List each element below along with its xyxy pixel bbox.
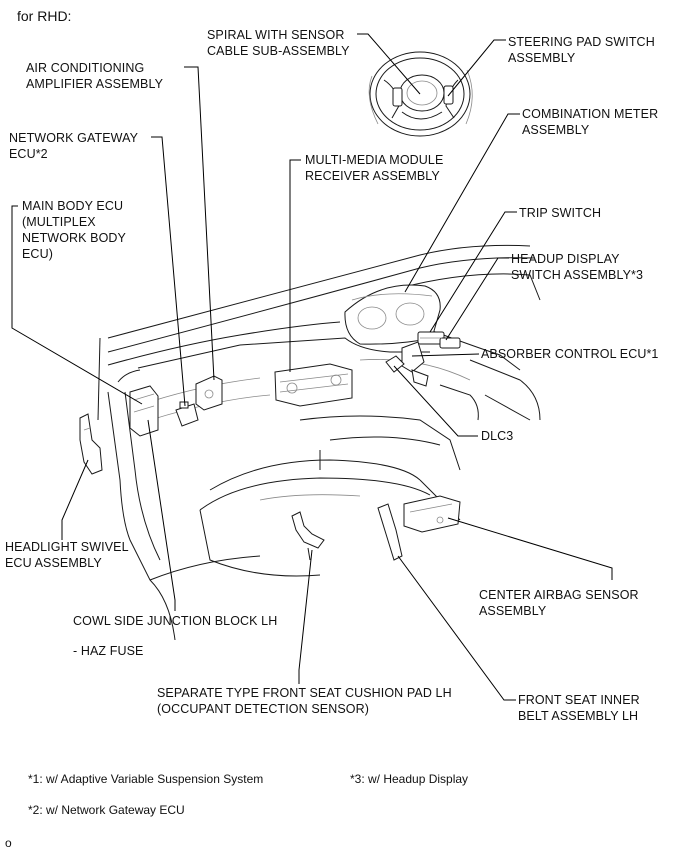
multimedia-receiver-drawing: [274, 363, 353, 407]
network-gateway-drawing: [175, 401, 199, 427]
label-trip-switch: TRIP SWITCH: [519, 206, 602, 220]
label-headup-display-switch: HEADUP DISPLAY SWITCH ASSEMBLY*3: [511, 252, 644, 282]
label-combination-meter: COMBINATION METER ASSEMBLY: [522, 107, 659, 137]
dlc3-drawing: [385, 355, 405, 373]
seat-cushion-sensor-drawing: [291, 511, 325, 561]
label-center-airbag-sensor: CENTER AIRBAG SENSOR ASSEMBLY: [479, 588, 639, 618]
label-spiral-sensor-cable: SPIRAL WITH SENSOR CABLE SUB-ASSEMBLY: [207, 28, 350, 58]
footnote-2: *2: w/ Network Gateway ECU: [28, 803, 185, 817]
center-airbag-sensor-drawing: [403, 495, 461, 533]
label-front-seat-inner-belt: FRONT SEAT INNER BELT ASSEMBLY LH: [518, 693, 640, 723]
label-multimedia-receiver: MULTI-MEDIA MODULE RECEIVER ASSEMBLY: [305, 153, 444, 183]
label-headlight-swivel-ecu: HEADLIGHT SWIVEL ECU ASSEMBLY: [5, 540, 129, 570]
combination-meter-drawing: [344, 284, 441, 345]
footnote-1: *1: w/ Adaptive Variable Suspension Syst…: [28, 772, 264, 786]
label-network-gateway: NETWORK GATEWAY ECU*2: [9, 131, 139, 161]
label-ac-amplifier: AIR CONDITIONING AMPLIFIER ASSEMBLY: [26, 61, 164, 91]
main-body-ecu-drawing: [129, 385, 159, 437]
label-seat-cushion-pad: SEPARATE TYPE FRONT SEAT CUSHION PAD LH …: [157, 686, 452, 716]
footnote-3: *3: w/ Headup Display: [350, 772, 469, 786]
page-title: for RHD:: [17, 8, 72, 24]
seat-belt-drawing: [377, 503, 403, 561]
leader-lines: [11, 33, 613, 701]
label-steering-pad-switch: STEERING PAD SWITCH ASSEMBLY: [508, 35, 655, 65]
label-absorber-control-ecu: ABSORBER CONTROL ECU*1: [481, 347, 659, 361]
label-haz-fuse: - HAZ FUSE: [73, 644, 144, 658]
label-dlc3: DLC3: [481, 429, 514, 443]
label-cowl-side-junction-block: COWL SIDE JUNCTION BLOCK LH: [73, 614, 278, 628]
headlight-swivel-ecu-drawing: [79, 413, 103, 475]
corner-mark: o: [5, 836, 12, 850]
steering-wheel-drawing: [368, 51, 473, 137]
trip-and-headup-switch-drawing: [417, 331, 461, 349]
ac-amplifier-drawing: [195, 375, 223, 411]
dashboard-drawing: [97, 244, 541, 641]
label-main-body-ecu: MAIN BODY ECU (MULTIPLEX NETWORK BODY EC…: [22, 199, 126, 261]
seat-and-console-drawing: [149, 415, 461, 581]
